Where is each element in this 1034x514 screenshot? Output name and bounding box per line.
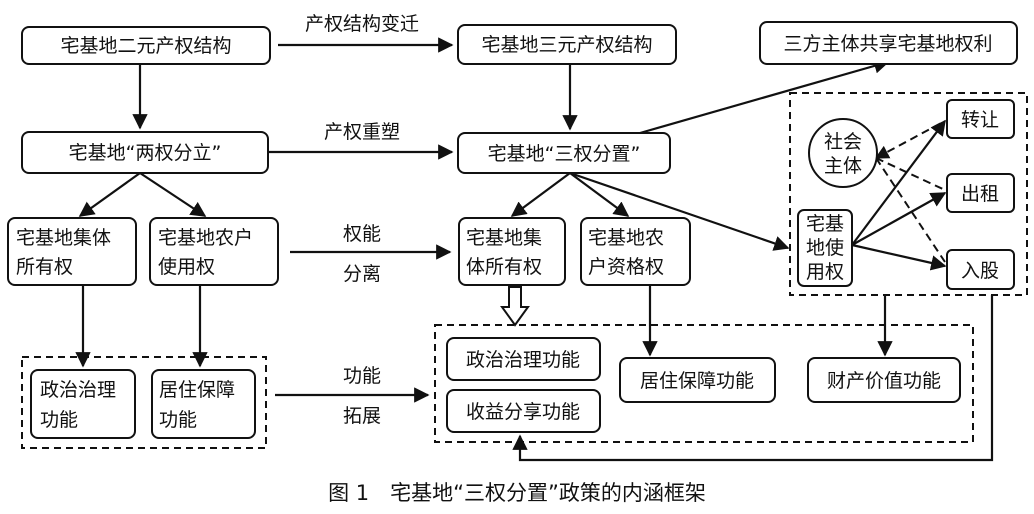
node-text: 出租 [961,183,999,205]
node-triple-structure: 宅基地三元产权结构 [457,24,677,65]
node-text: 户资格权 [588,256,664,278]
figure-caption: 图 1 宅基地“三权分置”政策的内涵框架 [328,481,706,505]
node-text: 收益分享功能 [466,401,580,423]
arrow-feedback-to-benefit [512,295,994,462]
node-text: 政治治理 [40,379,116,401]
node-text: 所有权 [16,256,73,278]
node-text: 宅基地“两权分立” [69,142,222,164]
node-new-housing-function: 居住保障功能 [619,357,776,403]
node-two-rights: 宅基地“两权分立” [21,131,269,174]
arrow-use-to-lease [851,192,947,246]
node-text: 地使 [806,237,844,259]
node-benefit-function: 收益分享功能 [446,389,601,433]
node-text: 宅基地二元产权结构 [60,35,231,57]
node-text: 转让 [961,109,999,131]
node-text: 宅基地“三权分置” [488,143,641,165]
node-old-gov-function: 政治治理 功能 [30,369,136,439]
node-text: 财产价值功能 [827,370,941,392]
node-text: 居住保障 [159,379,235,401]
label-reshape: 产权重塑 [324,121,400,143]
node-social-entity: 社会 主体 [808,118,878,188]
arrow-use-to-transfer [851,119,946,246]
new-functions-group [434,324,974,443]
node-text: 宅基 [806,213,844,235]
use-right-group [789,92,1028,296]
old-functions-group [21,356,267,449]
node-text: 入股 [961,260,999,282]
edges [75,37,994,462]
label-structure-change: 产权结构变迁 [305,13,419,35]
node-qualification-right: 宅基地农 户资格权 [580,217,691,286]
node-text: 社会 [824,131,862,153]
arrow-use-to-share [851,243,947,271]
node-use-right: 宅基 地使 用权 [797,209,853,287]
node-text: 三方主体共享宅基地权利 [783,33,992,55]
node-text: 政治治理功能 [466,349,580,371]
node-three-rights: 宅基地“三权分置” [457,132,671,174]
arrow-to-old-farmer [139,172,207,217]
node-text: 宅基地农户 [158,227,253,249]
label-expansion-2: 拓展 [343,405,381,427]
node-text: 功能 [159,409,197,431]
node-new-gov-function: 政治治理功能 [446,337,601,381]
node-three-parties: 三方主体共享宅基地权利 [759,21,1018,65]
dashed-social-share [875,157,946,263]
node-old-housing-function: 居住保障 功能 [151,369,256,439]
node-share: 入股 [946,249,1015,290]
node-text: 体所有权 [466,256,542,278]
node-text: 主体 [824,155,862,177]
node-lease: 出租 [946,173,1015,213]
node-text: 宅基地集 [466,227,542,249]
node-old-collective: 宅基地集体 所有权 [7,217,137,286]
node-old-farmer: 宅基地农户 使用权 [149,217,279,286]
dashed-social-transfer [874,120,946,159]
node-text: 宅基地集体 [16,227,111,249]
node-text: 宅基地农 [588,227,664,249]
arrow-to-qualification [569,172,630,217]
hollow-arrow-to-gov [500,286,530,327]
arrow-to-three-parties [639,58,890,135]
node-text: 用权 [806,261,844,283]
label-expansion-1: 功能 [343,365,381,387]
label-separation-1: 权能 [343,223,381,245]
arrow-to-new-collective [510,172,571,217]
node-property-function: 财产价值功能 [807,357,961,403]
arrow-to-old-collective [78,172,141,217]
node-transfer: 转让 [946,99,1015,139]
node-text: 居住保障功能 [640,370,754,392]
node-new-collective: 宅基地集 体所有权 [458,217,566,286]
node-text: 宅基地三元产权结构 [481,34,652,56]
node-dual-structure: 宅基地二元产权结构 [21,26,271,65]
node-text: 功能 [40,409,78,431]
node-text: 使用权 [158,256,215,278]
arrow-to-use-right [569,171,790,251]
label-separation-2: 分离 [343,263,381,285]
